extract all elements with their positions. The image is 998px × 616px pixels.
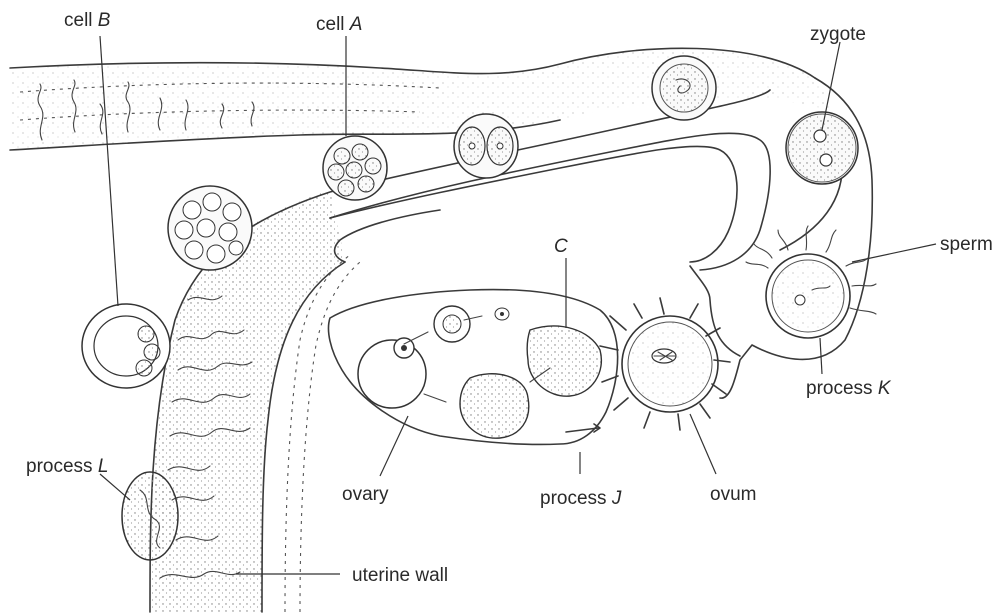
- label-c: C: [554, 236, 568, 257]
- morula-large: [168, 186, 252, 270]
- two-cell-embryo: [454, 114, 518, 178]
- label-process-j: process J: [540, 488, 622, 509]
- label-zygote: zygote: [810, 24, 866, 45]
- implanted-embryo: [122, 472, 178, 560]
- sperm-egg: [746, 226, 876, 338]
- fertilised-cell: [652, 56, 716, 120]
- label-ovum: ovum: [710, 484, 756, 505]
- label-process-k: process K: [806, 378, 892, 399]
- label-uterine-wall: uterine wall: [352, 565, 448, 586]
- zygote-cell: [786, 112, 858, 184]
- label-cell-a: cell A: [316, 14, 362, 35]
- label-ovary: ovary: [342, 484, 389, 505]
- label-sperm: sperm: [940, 234, 993, 255]
- ovary-structure: [329, 290, 618, 445]
- label-process-l: process L: [26, 456, 108, 477]
- ovum-structure: [600, 266, 740, 430]
- cell-a-morula: [323, 136, 387, 200]
- label-cell-b: cell B: [64, 10, 111, 31]
- cell-b-blastocyst: [82, 304, 170, 388]
